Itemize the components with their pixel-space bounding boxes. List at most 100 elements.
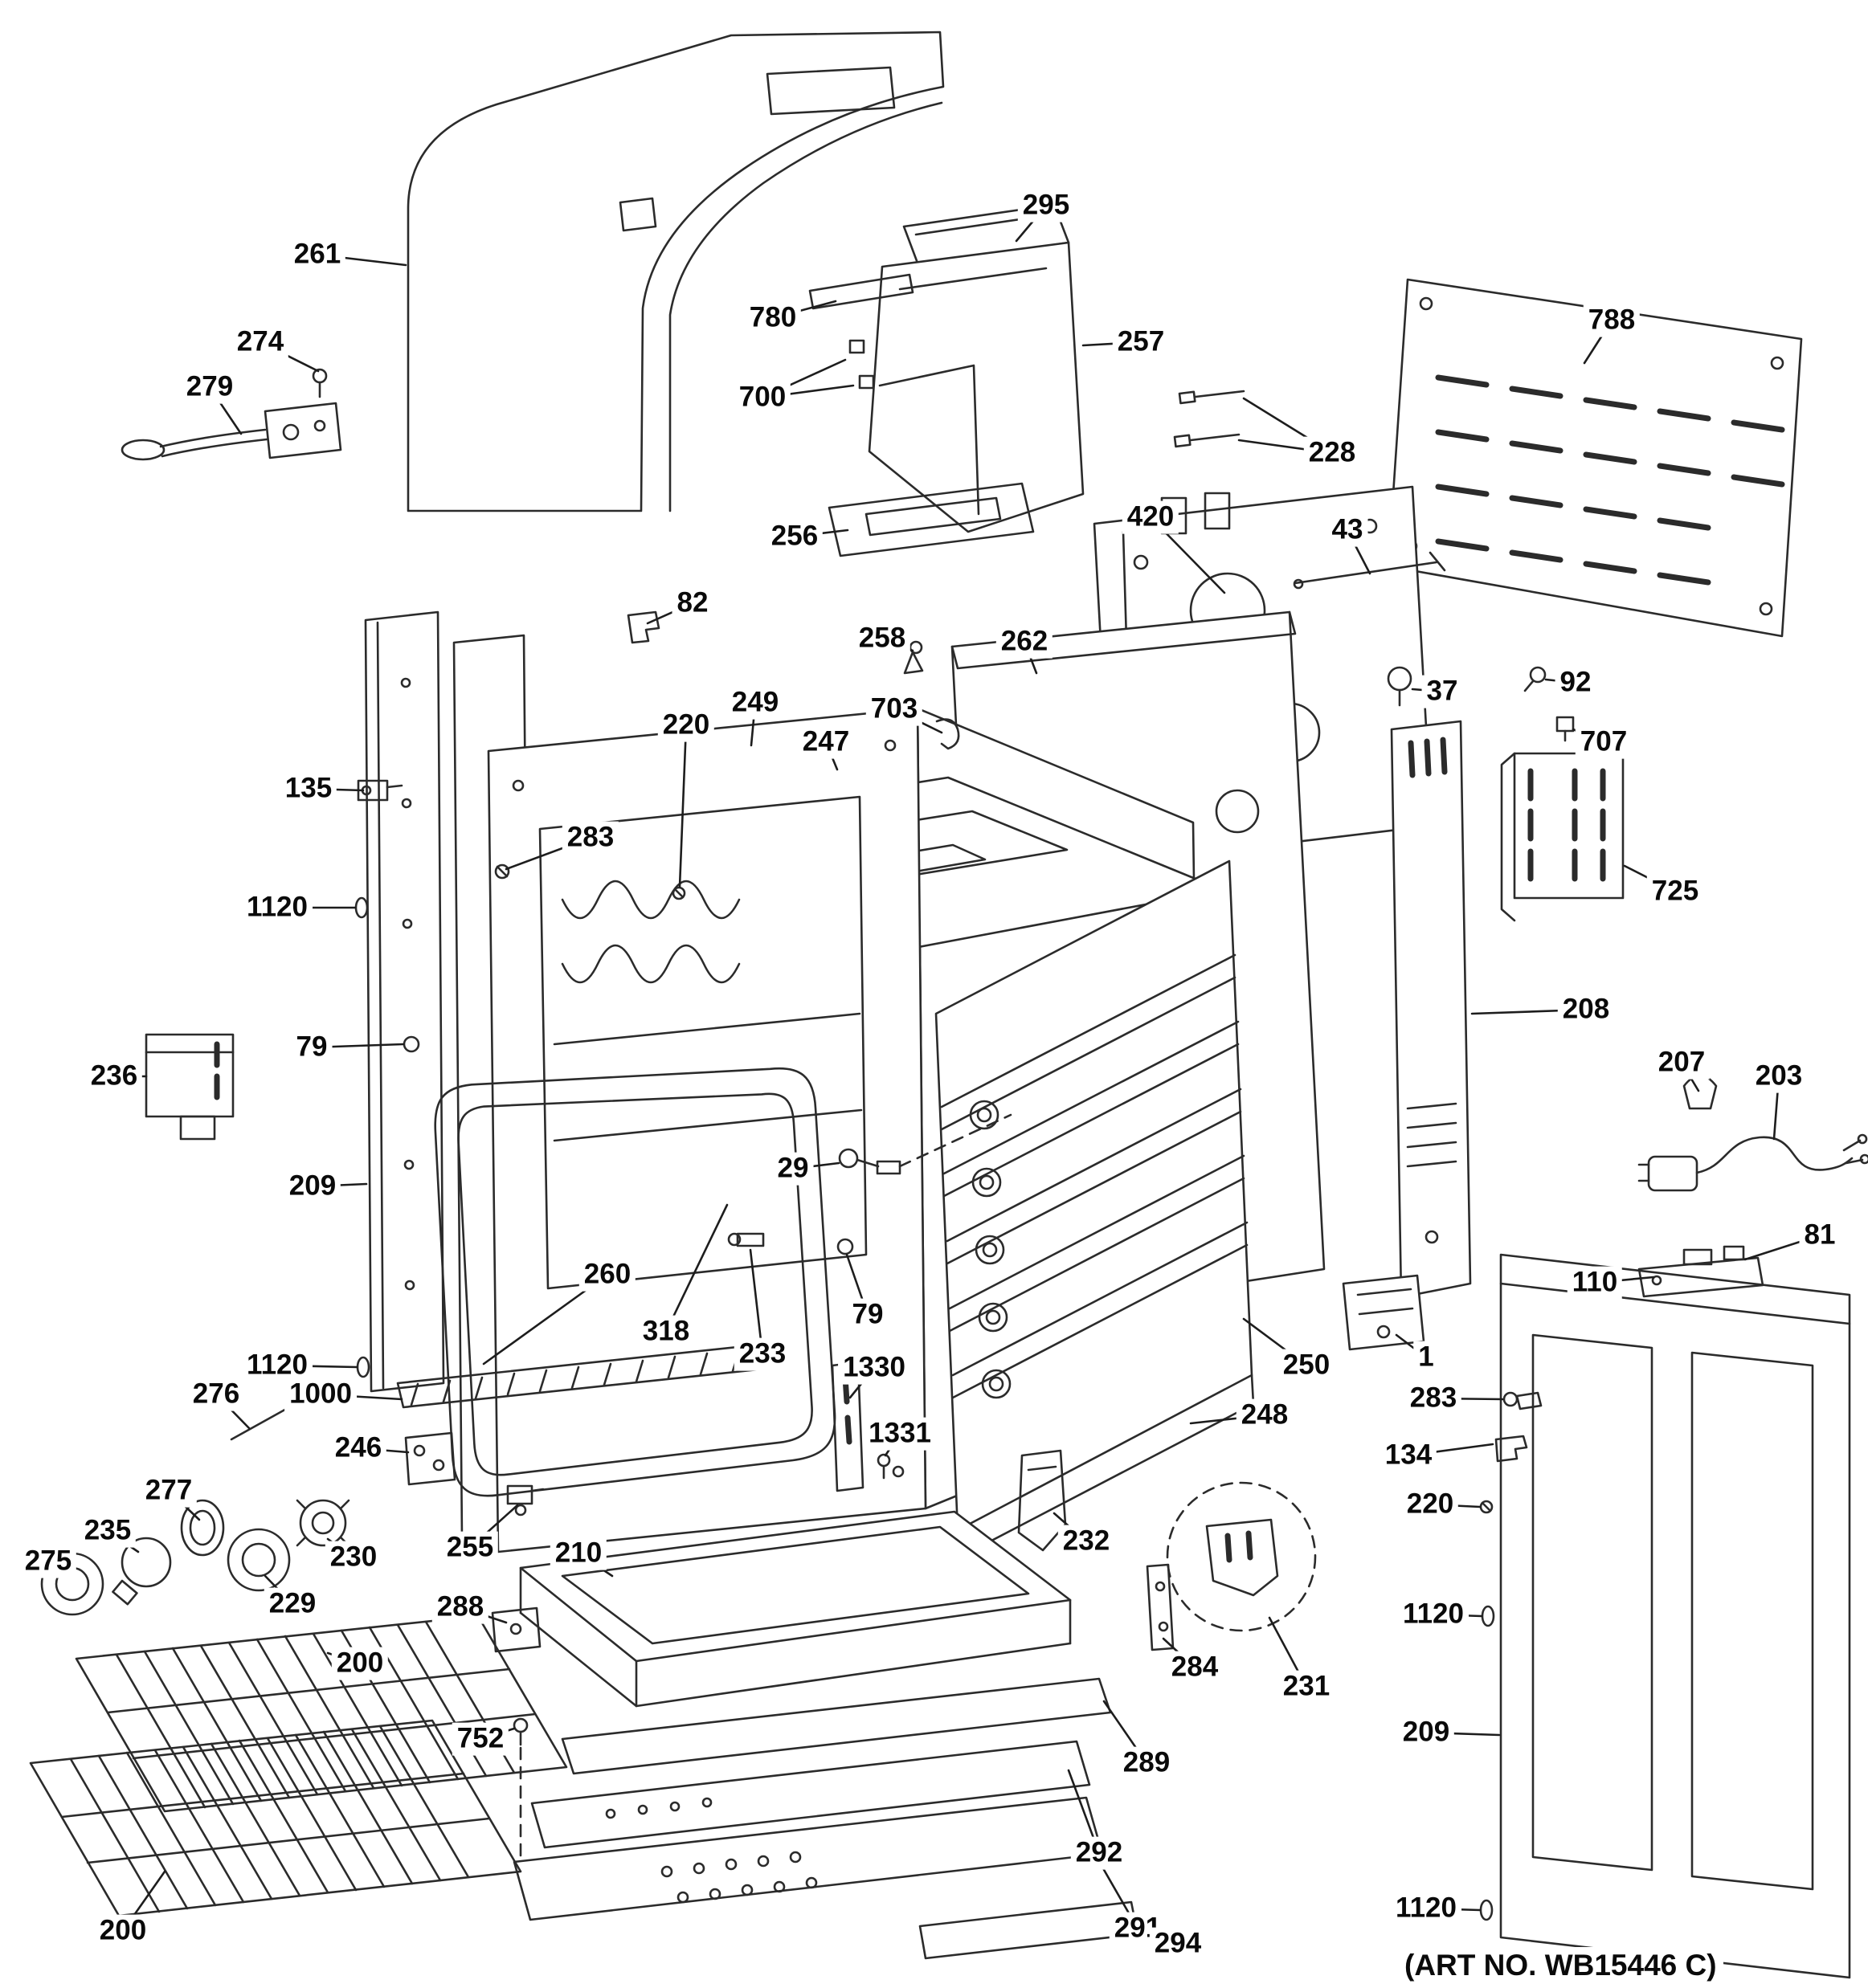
part-label-1: 1 — [1413, 1341, 1439, 1374]
part-label-274: 274 — [231, 325, 289, 359]
part-label-1120: 1120 — [1391, 1892, 1461, 1925]
part-label-261: 261 — [288, 238, 346, 271]
part-label-208: 208 — [1557, 993, 1615, 1027]
part-label-318: 318 — [637, 1315, 695, 1349]
drawer-pan-210 — [519, 1510, 1072, 1708]
shield-assembly-257 — [808, 203, 1085, 557]
part-label-79: 79 — [291, 1031, 333, 1064]
part-label-703: 703 — [865, 692, 923, 726]
part-label-92: 92 — [1555, 666, 1596, 700]
part-label-79: 79 — [847, 1298, 889, 1332]
part-label-209: 209 — [284, 1170, 341, 1203]
part-label-262: 262 — [995, 625, 1053, 659]
cover-box-236 — [145, 1033, 235, 1141]
part-label-279: 279 — [181, 370, 239, 404]
part-label-230: 230 — [325, 1541, 382, 1574]
part-label-1000: 1000 — [284, 1378, 357, 1411]
part-label-289: 289 — [1118, 1746, 1175, 1780]
part-label-292: 292 — [1070, 1836, 1128, 1870]
power-cord-203 — [1637, 1133, 1868, 1192]
part-label-29: 29 — [772, 1152, 814, 1186]
part-label-200: 200 — [331, 1647, 389, 1680]
louver-panel-250 — [934, 859, 1255, 1560]
latch-assembly-279 — [121, 368, 342, 461]
strain-relief-207 — [1682, 1074, 1718, 1110]
part-label-1120: 1120 — [242, 891, 313, 925]
part-label-283: 283 — [1404, 1382, 1462, 1415]
probe-233 — [727, 1232, 765, 1247]
part-label-210: 210 — [550, 1537, 607, 1570]
part-label-1331: 1331 — [864, 1417, 936, 1451]
part-label-134: 134 — [1380, 1439, 1437, 1472]
part-label-420: 420 — [1122, 500, 1179, 534]
part-label-284: 284 — [1166, 1651, 1224, 1684]
clip-707 — [1555, 716, 1575, 742]
part-label-249: 249 — [726, 686, 784, 720]
part-label-82: 82 — [672, 586, 713, 620]
part-label-257: 257 — [1112, 325, 1170, 359]
part-label-233: 233 — [734, 1337, 791, 1371]
part-label-255: 255 — [441, 1531, 499, 1565]
part-label-235: 235 — [79, 1514, 137, 1548]
part-label-228: 228 — [1303, 436, 1361, 470]
part-label-700: 700 — [734, 381, 791, 414]
part-label-231: 231 — [1277, 1670, 1335, 1704]
part-label-288: 288 — [431, 1590, 489, 1624]
part-label-250: 250 — [1277, 1349, 1335, 1382]
screw-37 — [1387, 666, 1412, 707]
vent-duct-725 — [1500, 752, 1625, 922]
part-label-110: 110 — [1567, 1266, 1623, 1300]
part-label-788: 788 — [1583, 304, 1641, 337]
part-label-276: 276 — [187, 1378, 245, 1411]
part-label-1330: 1330 — [838, 1351, 910, 1385]
part-label-1120: 1120 — [1398, 1598, 1469, 1631]
part-label-246: 246 — [329, 1431, 387, 1465]
oven-interior — [553, 880, 863, 1142]
part-label-207: 207 — [1653, 1046, 1711, 1080]
part-label-232: 232 — [1057, 1525, 1115, 1558]
rear-panel-788 — [1387, 278, 1803, 638]
part-label-37: 37 — [1421, 675, 1463, 708]
part-label-260: 260 — [578, 1258, 636, 1292]
door-bracket-110 — [1637, 1245, 1764, 1298]
part-label-725: 725 — [1646, 875, 1704, 908]
detail-view-231 — [1166, 1481, 1317, 1632]
part-label-43: 43 — [1326, 513, 1368, 547]
part-label-752: 752 — [452, 1722, 509, 1756]
right-door-209 — [1479, 1253, 1851, 1979]
part-label-295: 295 — [1017, 189, 1075, 222]
part-label-200: 200 — [94, 1914, 152, 1948]
part-label-220: 220 — [657, 708, 715, 742]
oven-racks-200 — [29, 1614, 568, 1917]
part-label-81: 81 — [1799, 1219, 1841, 1252]
door-gasket-260 — [434, 1067, 836, 1497]
part-label-1120: 1120 — [242, 1349, 313, 1382]
knob-light-parts — [40, 1499, 350, 1616]
part-label-248: 248 — [1236, 1398, 1294, 1432]
part-label-780: 780 — [744, 301, 802, 335]
part-label-220: 220 — [1401, 1488, 1459, 1521]
part-label-135: 135 — [280, 772, 337, 806]
top-cover-261 — [407, 31, 945, 512]
part-label-275: 275 — [19, 1545, 77, 1578]
part-label-236: 236 — [85, 1059, 143, 1093]
art-number: (ART NO. WB15446 C) — [1398, 1947, 1723, 1984]
bottom-panels — [513, 1677, 1139, 1960]
part-label-277: 277 — [140, 1474, 198, 1508]
front-frame-247 — [487, 707, 927, 1553]
part-label-256: 256 — [766, 520, 824, 553]
part-label-707: 707 — [1575, 725, 1633, 759]
part-label-294: 294 — [1149, 1927, 1207, 1961]
side-trim-208 — [1390, 720, 1472, 1299]
igniter-29 — [838, 1113, 1012, 1175]
part-label-209: 209 — [1397, 1716, 1455, 1749]
part-label-258: 258 — [853, 622, 911, 655]
wire-connectors-228 — [1173, 390, 1245, 448]
rod-43 — [1293, 551, 1446, 590]
screw-92 — [1523, 666, 1547, 692]
part-label-229: 229 — [264, 1587, 321, 1621]
right-clips — [1479, 1391, 1543, 1514]
terminal-block-1 — [1342, 1274, 1425, 1351]
